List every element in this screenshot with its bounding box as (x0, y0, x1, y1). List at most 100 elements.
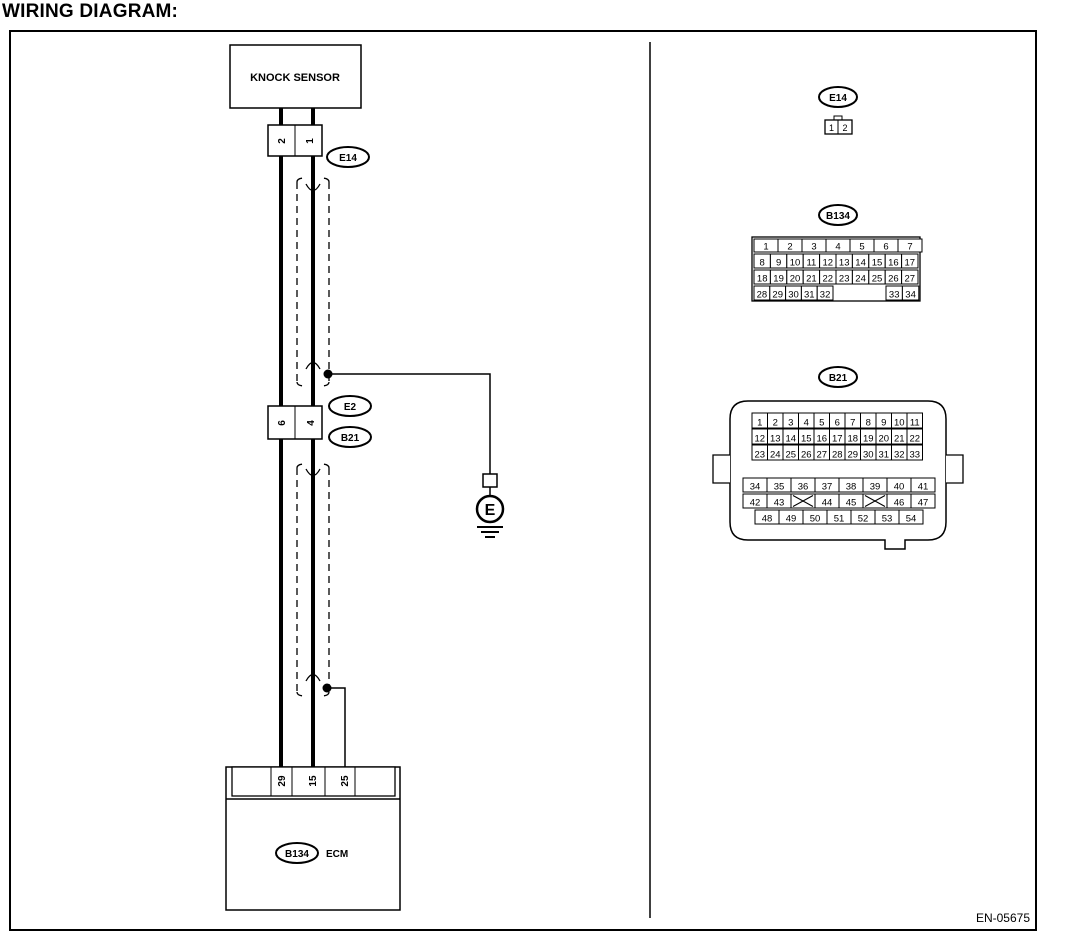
pin-cross-mark (792, 495, 814, 507)
pin-cell (898, 509, 924, 525)
connector-code-b21: B21 (328, 426, 372, 448)
pin-label: 40 (894, 482, 905, 493)
pin-label: 6 (277, 420, 288, 426)
pin-label: 8 (866, 418, 871, 429)
pin-label: 41 (918, 482, 929, 493)
connector-code-b134: B134 (285, 849, 309, 860)
pin-label: 46 (894, 498, 905, 509)
ground-wire (323, 369, 491, 474)
pin-label: 18 (757, 274, 768, 285)
pin-label: 12 (754, 434, 765, 445)
pin-label: 49 (786, 514, 797, 525)
connector-code-text: E2 (344, 402, 357, 413)
pin-label: 28 (757, 290, 768, 301)
pin-label: 45 (846, 498, 857, 509)
shield-drain-wire (322, 683, 346, 767)
pin-label: 5 (859, 242, 864, 253)
pin-label: 16 (816, 434, 827, 445)
pin-label: 23 (754, 450, 765, 461)
pin-label: 44 (822, 498, 833, 509)
pin-label: 22 (909, 434, 920, 445)
pin-label: 21 (894, 434, 905, 445)
b21-latch-right (946, 454, 964, 484)
pin-label: 47 (918, 498, 929, 509)
pin-label: 24 (770, 450, 781, 461)
pin-label: 39 (870, 482, 881, 493)
signal-wires (279, 108, 315, 767)
pin-label: 53 (882, 514, 893, 525)
ecm-unit: 29 15 25 B134 ECM (225, 766, 401, 911)
diagram-frame (9, 30, 1037, 931)
connector-code-text: B21 (829, 373, 848, 384)
pin-label: 33 (889, 290, 900, 301)
pin-label: 5 (819, 418, 824, 429)
pin-cell (901, 253, 919, 269)
pin-label: 50 (810, 514, 821, 525)
pin-label: 19 (863, 434, 874, 445)
pin-label: 4 (804, 418, 809, 429)
pin-label: 3 (811, 242, 816, 253)
ecm-label: ECM (326, 849, 348, 860)
pin-label: 29 (772, 290, 783, 301)
pin-label: 30 (788, 290, 799, 301)
pin-label: 3 (788, 418, 793, 429)
pin-label: 48 (762, 514, 773, 525)
connector-e2-b21: 6 4 (267, 405, 323, 440)
pin-label: 2 (842, 123, 847, 133)
pin-label: 25 (340, 775, 351, 787)
pin-label: 31 (804, 290, 815, 301)
pin-label: 2 (277, 138, 288, 144)
pin-cell (910, 477, 936, 493)
pin-label: 1 (763, 242, 768, 253)
pin-label: 4 (835, 242, 840, 253)
pin-label: 36 (798, 482, 809, 493)
pin-label: 43 (774, 498, 785, 509)
pin-label: 34 (750, 482, 761, 493)
pin-label: 33 (909, 450, 920, 461)
pin-label: 1 (305, 138, 316, 144)
pin-label: 27 (816, 450, 827, 461)
connector-code-e2: E2 (328, 395, 372, 417)
pin-label: 9 (776, 258, 781, 269)
pin-label: 37 (822, 482, 833, 493)
connector-code-e14: E14 (326, 146, 370, 168)
connector-code-text: E14 (339, 153, 357, 164)
pin-cell (897, 238, 923, 253)
pin-label: 27 (905, 274, 916, 285)
b21-latch-left (712, 454, 730, 484)
pin-label: 32 (820, 290, 831, 301)
pin-label: 25 (785, 450, 796, 461)
pin-cell (816, 285, 834, 301)
pin-label: 22 (823, 274, 834, 285)
pin-label: 35 (774, 482, 785, 493)
connector-code-text: E14 (829, 93, 847, 104)
pin-label: 21 (806, 274, 817, 285)
pin-label: 23 (839, 274, 850, 285)
pin-cell (901, 269, 919, 285)
pin-cell (901, 285, 920, 301)
pin-label: 8 (760, 258, 765, 269)
pin-label: 15 (801, 434, 812, 445)
pin-label: 20 (878, 434, 889, 445)
pin-label: 30 (863, 450, 874, 461)
shield-lower (296, 463, 330, 697)
pin-label: 16 (888, 258, 899, 269)
pin-label: 32 (894, 450, 905, 461)
pin-label: 54 (906, 514, 917, 525)
pin-label: 29 (847, 450, 858, 461)
shield-upper (296, 177, 330, 387)
pin-label: 15 (308, 775, 319, 787)
pin-label: 24 (855, 274, 866, 285)
pin-label: 1 (829, 123, 834, 133)
pin-label: 31 (878, 450, 889, 461)
knock-sensor-label: KNOCK SENSOR (250, 72, 340, 84)
pin-label: 14 (855, 258, 866, 269)
pin-label: 12 (823, 258, 834, 269)
pin-cell (906, 428, 923, 445)
pin-cross-mark (864, 495, 886, 507)
pin-label: 9 (881, 418, 886, 429)
